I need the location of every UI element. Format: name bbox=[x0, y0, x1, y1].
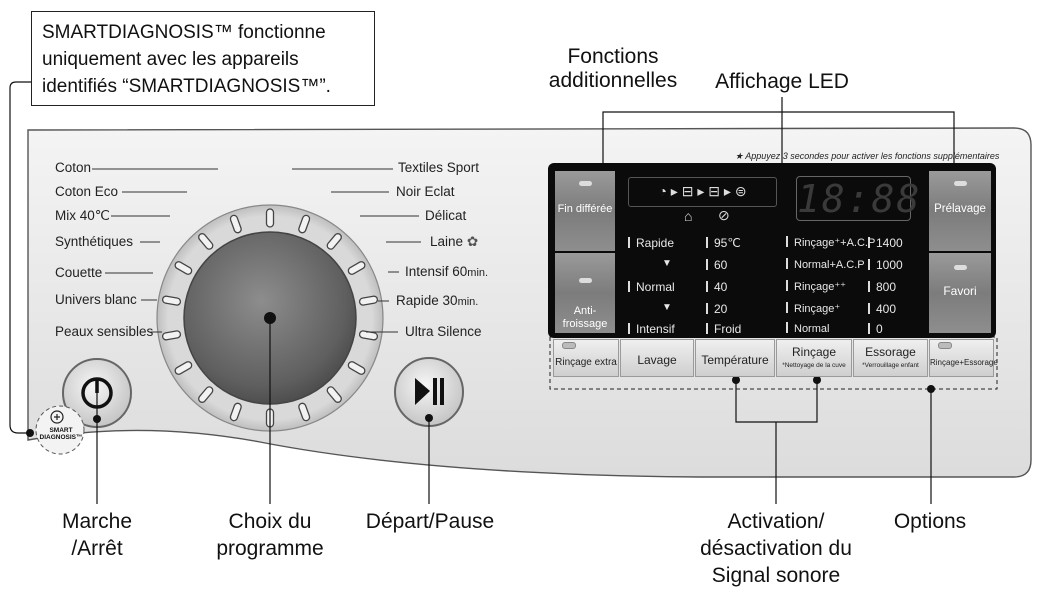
timer-icon: ◔ bbox=[658, 183, 667, 199]
dial-position-mark bbox=[347, 261, 366, 275]
lavage-button[interactable]: Lavage bbox=[620, 339, 694, 377]
dial-position-mark bbox=[174, 261, 193, 275]
rincage-essorage-button[interactable]: Rinçage+Essorage bbox=[929, 339, 998, 377]
heading-affichage-led: Affichage LED bbox=[715, 70, 849, 93]
door-lock-icon: ⌂ bbox=[684, 208, 693, 224]
program-leader-lines-right bbox=[292, 168, 421, 333]
program-peaux-sensibles[interactable]: Peaux sensibles bbox=[55, 324, 154, 339]
callout-line-3: identifiés “SMARTDIAGNOSIS™”. bbox=[42, 76, 331, 97]
dial-position-mark bbox=[229, 214, 242, 234]
label-depart-pause: Départ/Pause bbox=[365, 510, 495, 533]
wash-icon: ⊟ bbox=[681, 183, 694, 199]
program-synthetiques[interactable]: Synthétiques bbox=[55, 234, 134, 249]
dial-position-mark bbox=[298, 214, 311, 234]
led-display-panel bbox=[548, 163, 996, 338]
program-mix-40[interactable]: Mix 40℃ bbox=[55, 208, 110, 223]
program-delicat[interactable]: Délicat bbox=[425, 208, 467, 223]
fin-differee-button[interactable]: Fin différée bbox=[555, 171, 615, 251]
dial-position-mark bbox=[358, 295, 379, 306]
sound-off-icon: ⊘ bbox=[718, 207, 730, 223]
favori-button[interactable]: Favori bbox=[929, 253, 991, 333]
dial-position-mark bbox=[265, 208, 275, 228]
program-intensif-60[interactable]: Intensif 60min. bbox=[405, 264, 489, 279]
smart-diagnosis-badge bbox=[35, 405, 85, 455]
dial-position-mark bbox=[326, 233, 342, 250]
dial-position-mark bbox=[326, 386, 342, 403]
essorage-button[interactable]: Essorage*Verrouillage enfant bbox=[853, 339, 928, 377]
label-marche-arret: Marche /Arrêt bbox=[61, 510, 133, 560]
time-display: 18:88 bbox=[796, 176, 922, 221]
callout-line-1: SMARTDIAGNOSIS™ fonctionne bbox=[42, 22, 326, 43]
dial-position-mark bbox=[161, 330, 182, 341]
program-couette[interactable]: Couette bbox=[55, 265, 103, 280]
smart-diagnosis-badge-label: SMART DIAGNOSIS™ bbox=[39, 427, 83, 441]
dial-position-mark bbox=[174, 361, 193, 375]
program-textiles-sport[interactable]: Textiles Sport bbox=[398, 160, 480, 175]
rinse-icon: ⊟ bbox=[708, 183, 720, 199]
label-options: Options bbox=[893, 510, 967, 533]
program-leader-lines-left bbox=[92, 168, 218, 333]
program-coton[interactable]: Coton bbox=[55, 160, 92, 175]
callout-line-2: uniquement avec les appareils bbox=[42, 49, 299, 70]
dial-position-mark bbox=[298, 402, 311, 422]
program-noir-eclat[interactable]: Noir Eclat bbox=[396, 184, 455, 199]
dial-position-mark bbox=[161, 295, 182, 306]
rincage-button[interactable]: Rinçage*Nettoyage de la cuve bbox=[776, 339, 852, 377]
program-coton-eco[interactable]: Coton Eco bbox=[55, 184, 119, 199]
program-rapide-30[interactable]: Rapide 30min. bbox=[396, 293, 479, 308]
dial-position-mark bbox=[198, 233, 214, 250]
dial-position-mark bbox=[229, 402, 242, 422]
program-laine[interactable]: Laine ✿ bbox=[430, 234, 479, 249]
anti-froissage-button[interactable]: Anti- froissage bbox=[555, 253, 615, 333]
prelavage-button[interactable]: Prélavage bbox=[929, 171, 991, 251]
label-activation-signal: Activation/ désactivation du Signal sono… bbox=[700, 510, 852, 587]
smart-diagnosis-callout: SMARTDIAGNOSIS™ fonctionne uniquement av… bbox=[31, 11, 375, 106]
cycle-status-icons: ◔ ▸ ⊟ ▸ ⊟ ▸ ⊜ bbox=[628, 177, 777, 207]
program-ultra-silence[interactable]: Ultra Silence bbox=[405, 324, 482, 339]
temperature-button[interactable]: Température bbox=[695, 339, 775, 377]
program-univers-blanc[interactable]: Univers blanc bbox=[55, 292, 137, 307]
heading-fonctions-additionnelles: Fonctions additionnelles bbox=[548, 45, 678, 92]
label-choix-programme: Choix du programme bbox=[216, 510, 324, 560]
wool-icon: ✿ bbox=[466, 234, 479, 249]
rincage-extra-button[interactable]: Rinçage extra bbox=[553, 339, 619, 377]
spin-icon: ⊜ bbox=[734, 183, 747, 199]
dial-position-mark bbox=[347, 361, 366, 375]
top-note: ★ Appuyez 3 secondes pour activer les fo… bbox=[735, 151, 1000, 161]
dial-position-mark bbox=[198, 386, 214, 403]
